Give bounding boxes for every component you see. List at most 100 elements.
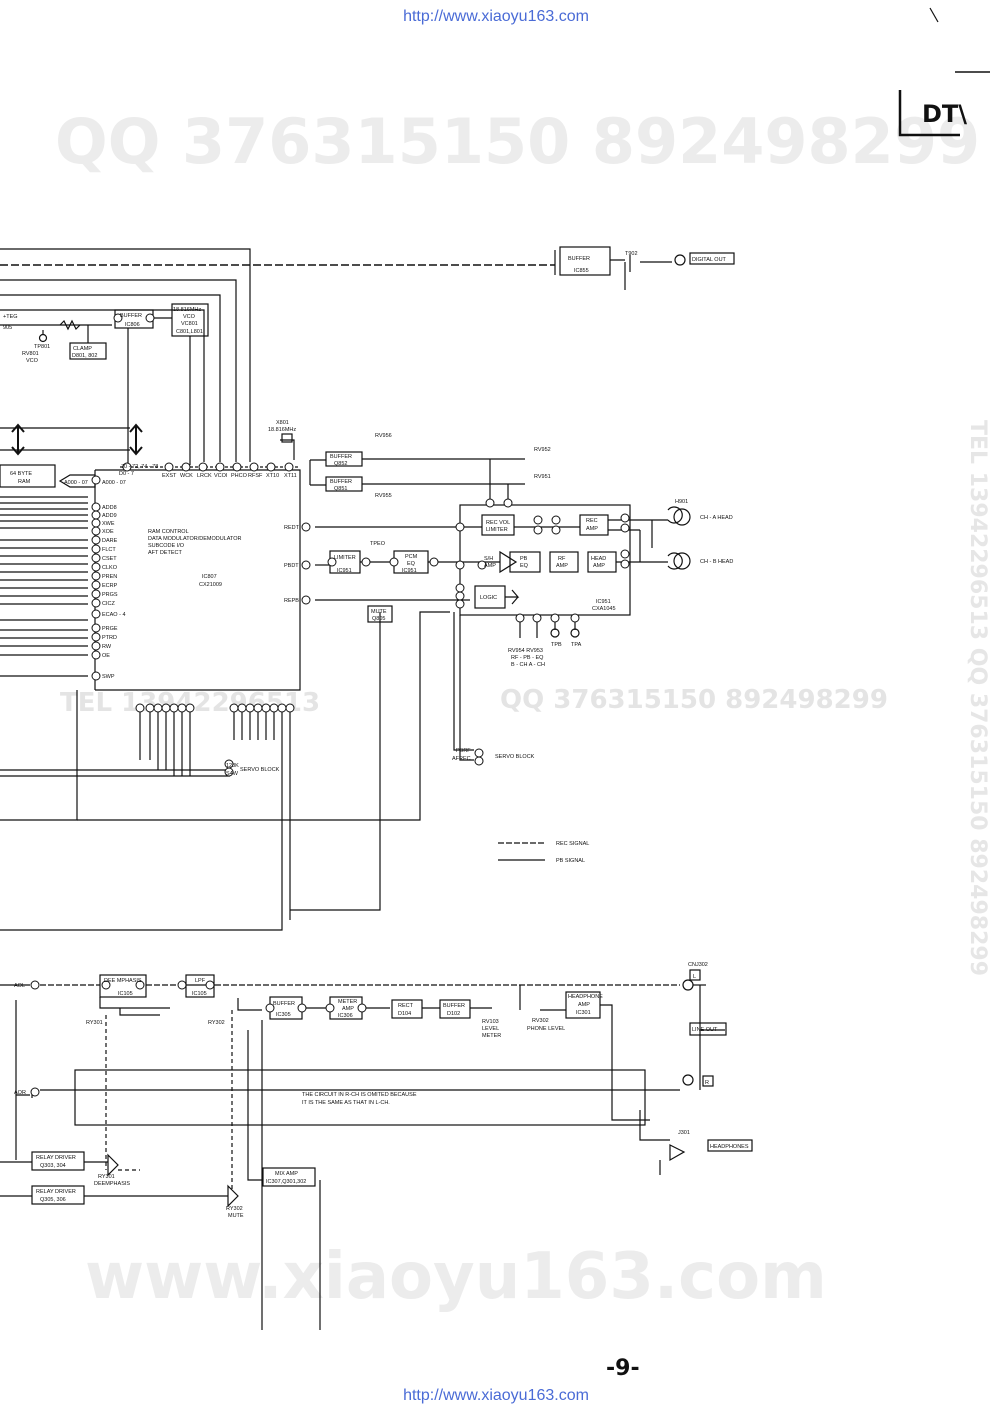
- label-rf-amp: AMP: [556, 563, 568, 569]
- ic807-desc-3: SUBCODE I/O: [148, 543, 185, 549]
- label-rect: RECT: [398, 1003, 414, 1009]
- top-url[interactable]: http://www.xiaoyu163.com: [403, 8, 589, 25]
- label-905: 905: [3, 325, 12, 331]
- label-chb-head: CH - B HEAD: [700, 559, 733, 565]
- label-ic951-pcm: IC951: [402, 568, 417, 574]
- label-rv952: RV952: [534, 447, 551, 453]
- label-buffer-q852: BUFFER: [330, 454, 352, 460]
- pin-phco: PHCO: [231, 473, 248, 479]
- label-aor: AOR: [14, 1090, 26, 1096]
- label-meter: METER: [482, 1033, 501, 1039]
- label-rv302: RV302: [532, 1018, 549, 1024]
- label-a000-arrow: A000 - 07: [64, 480, 88, 486]
- label-ry302: RY302: [208, 1020, 225, 1026]
- label-pb-eq: EQ: [520, 563, 529, 569]
- label-pcm: PCM: [405, 554, 418, 560]
- label-pb: PB: [520, 556, 528, 562]
- label-ry301-b: RY301: [98, 1174, 115, 1180]
- label-lpf: LPF: [195, 978, 206, 984]
- label-buffer-806: BUFFER: [120, 313, 142, 319]
- label-pbdt: PBDT: [284, 563, 299, 569]
- label-tpb: TPB: [551, 642, 562, 648]
- label-mute: MUTE: [371, 609, 387, 615]
- label-stage: +TEG: [3, 314, 18, 320]
- pin-swp: SWP: [102, 674, 115, 680]
- label-ic807: IC807: [202, 574, 217, 580]
- label-ic806: IC806: [125, 322, 140, 328]
- label-pcm-eq: EQ: [407, 561, 416, 567]
- pin-dare: DARE: [102, 538, 118, 544]
- label-mute-2: MUTE: [228, 1213, 244, 1219]
- label-ry302-b: RY302: [226, 1206, 243, 1212]
- label-buffer-d102: BUFFER: [443, 1003, 465, 1009]
- label-aol: AOL: [14, 983, 25, 989]
- label-pin70: 70 - 72, 74 - 78: [121, 464, 158, 470]
- pin-vcoi: VCOI: [214, 473, 228, 479]
- label-deemphasis-2: DEEMPHASIS: [94, 1181, 130, 1187]
- label-rv801-vco: VCO: [26, 358, 39, 364]
- pin-xt10: XT10: [266, 473, 279, 479]
- label-vco: VCO: [183, 314, 196, 320]
- pin-add8: ADD8: [102, 505, 117, 511]
- pin-rfsf: RFSF: [248, 473, 263, 479]
- label-headphone: HEADPHONE: [568, 994, 603, 1000]
- label-headphones: HEADPHONES: [710, 1144, 749, 1150]
- label-rec-limiter: LIMITER: [486, 527, 508, 533]
- label-phone-level: PHONE LEVEL: [527, 1026, 565, 1032]
- pin-xoe: XOE: [102, 529, 114, 535]
- label-head-amp: AMP: [593, 563, 605, 569]
- label-rf-pb-eq: RF - PB - EQ: [511, 655, 544, 661]
- label-cha-head: CH - A HEAD: [700, 515, 733, 521]
- bottom-url[interactable]: http://www.xiaoyu163.com: [403, 1387, 589, 1404]
- pin-clko: CLKO: [102, 565, 118, 571]
- label-d0: D0 - 7: [119, 471, 134, 477]
- label-meter-amp-2: AMP: [342, 1006, 354, 1012]
- note-omitted-2: IT IS THE SAME AS THAT IN L-CH.: [302, 1100, 390, 1106]
- label-d801: D801, 802: [72, 353, 97, 359]
- label-ic301: IC301: [576, 1010, 591, 1016]
- label-ram64: 64 BYTE: [10, 471, 32, 477]
- label-digital-out: DIGITAL OUT: [692, 257, 727, 263]
- label-sh-amp: AMP: [484, 563, 496, 569]
- label-limiter: LIMITER: [334, 555, 356, 561]
- label-afrec: AFREC: [452, 756, 471, 762]
- label-ic305: IC305: [276, 1012, 291, 1018]
- label-j301: J301: [678, 1130, 690, 1136]
- note-omitted-1: THE CIRCUIT IN R-CH IS OMITED BECAUSE: [302, 1092, 417, 1098]
- label-head: HEAD: [591, 556, 606, 562]
- label-rec-amp: AMP: [586, 526, 598, 532]
- pin-add9: ADD9: [102, 513, 117, 519]
- label-rv103: RV103: [482, 1019, 499, 1025]
- label-h901: H901: [675, 499, 688, 505]
- pin-exst: EXST: [162, 473, 177, 479]
- label-repb: REPB: [284, 598, 299, 604]
- label-meter-amp: METER: [338, 999, 357, 1005]
- label-vco-freq: 18.816MHz: [173, 307, 201, 313]
- label-ram: RAM: [18, 479, 31, 485]
- label-relay-driver-1: RELAY DRIVER: [36, 1155, 76, 1161]
- label-pbrf: PBRF: [456, 748, 471, 754]
- pin-lrck: LRCK: [197, 473, 212, 479]
- label-q805: Q805: [372, 616, 385, 622]
- label-r: R: [705, 1080, 709, 1086]
- label-ch-ab: B - CH A - CH: [511, 662, 545, 668]
- label-tpeo: TPEO: [370, 541, 386, 547]
- label-q305: Q305, 306: [40, 1197, 66, 1203]
- label-ic951-limiter: IC951: [337, 568, 352, 574]
- label-level: LEVEL: [482, 1026, 499, 1032]
- pin-ecao: ECAO - 4: [102, 612, 126, 618]
- label-d102: D102: [447, 1011, 460, 1017]
- label-rv956: RV956: [375, 433, 392, 439]
- label-ic306: IC306: [338, 1013, 353, 1019]
- label-deemphasis: DEE MPHASIS: [104, 978, 142, 984]
- pin-prge: PRGE: [102, 626, 118, 632]
- label-headphone-amp: AMP: [578, 1002, 590, 1008]
- label-tpa: TPA: [571, 642, 582, 648]
- label-mix-amp: MIX AMP: [275, 1171, 298, 1177]
- label-buffer-855: BUFFER: [568, 256, 590, 262]
- label-ic951-main: IC951: [596, 599, 611, 605]
- label-rv801: RV801: [22, 351, 39, 357]
- label-tp801: TP801: [34, 344, 50, 350]
- label-c801: C801,L801: [176, 329, 203, 335]
- pin-wck: WCK: [180, 473, 193, 479]
